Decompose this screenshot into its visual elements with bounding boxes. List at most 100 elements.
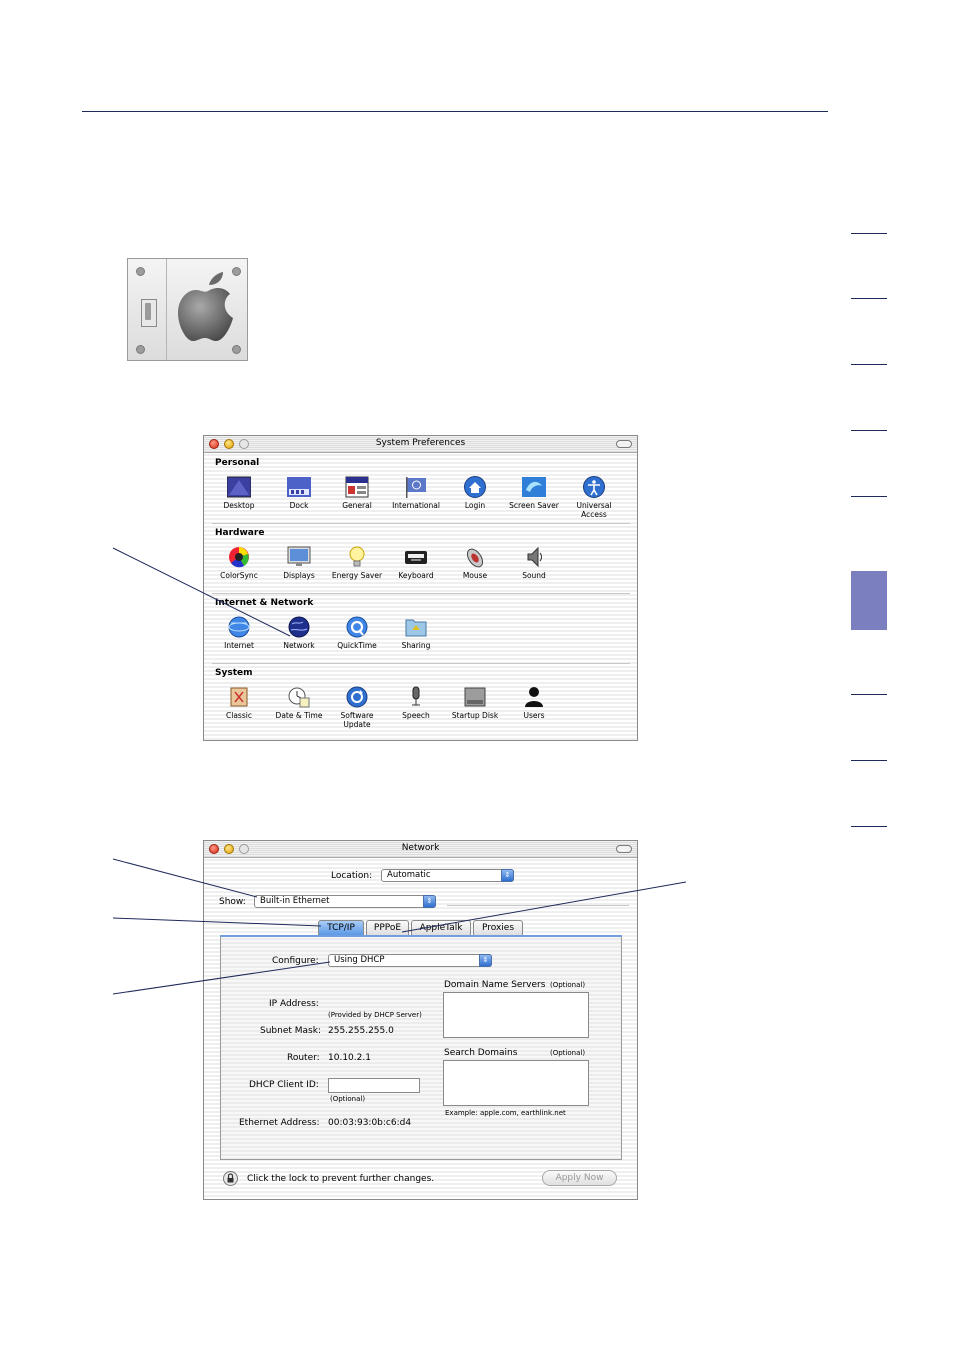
pref-energy-saver[interactable]: Energy Saver: [328, 546, 386, 580]
tab-pppoe[interactable]: PPPoE: [366, 920, 409, 935]
pref-users[interactable]: Users: [505, 686, 563, 720]
screen-saver-icon: [522, 477, 546, 497]
software-update-icon: [346, 686, 368, 708]
lock-icon[interactable]: [223, 1171, 238, 1186]
configure-value: Using DHCP: [334, 955, 385, 965]
pref-internet[interactable]: Internet: [210, 616, 268, 650]
tab-tcpip[interactable]: TCP/IP: [318, 920, 364, 935]
hard-disk-icon: [464, 687, 486, 707]
minimize-button[interactable]: [224, 439, 234, 449]
show-popup[interactable]: Built-in Ethernet ⇕: [254, 895, 436, 908]
section-nav-line-8[interactable]: [851, 826, 887, 827]
section-nav-line-1[interactable]: [851, 233, 887, 234]
section-nav-line-5[interactable]: [851, 496, 887, 497]
pref-label: Classic: [226, 711, 252, 720]
pref-label: Desktop: [223, 501, 255, 510]
section-divider: [212, 523, 630, 524]
universal-access-icon: [583, 476, 605, 498]
speaker-icon: [527, 546, 542, 568]
pref-label: Keyboard: [398, 571, 434, 580]
section-nav-line-6[interactable]: [851, 694, 887, 695]
subnet-mask-label: Subnet Mask:: [260, 1026, 321, 1036]
pref-label: Mouse: [462, 571, 488, 580]
pref-classic[interactable]: Classic: [210, 686, 268, 720]
section-nav-line-3[interactable]: [851, 364, 887, 365]
window-title: Network: [401, 843, 440, 853]
pref-dock[interactable]: Dock: [270, 476, 328, 510]
section-heading-personal: Personal: [215, 458, 260, 468]
plate-divider: [166, 259, 167, 360]
pref-speech[interactable]: Speech: [387, 686, 445, 720]
tab-appletalk[interactable]: AppleTalk: [411, 920, 471, 935]
keyboard-icon: [405, 551, 427, 564]
header-divider: [447, 905, 629, 906]
location-value: Automatic: [387, 870, 431, 880]
pref-universal-access[interactable]: Universal Access: [565, 476, 623, 519]
zoom-button[interactable]: [239, 439, 249, 449]
dns-label: Domain Name Servers: [444, 980, 546, 990]
close-button[interactable]: [209, 844, 219, 854]
pref-sharing[interactable]: Sharing: [387, 616, 445, 650]
international-flag-icon: [406, 477, 426, 498]
pref-startup-disk[interactable]: Startup Disk: [446, 686, 504, 720]
dns-servers-field[interactable]: [443, 992, 589, 1038]
pref-date-time[interactable]: Date & Time: [270, 686, 328, 720]
dns-optional-note: (Optional): [550, 981, 586, 989]
location-label: Location:: [331, 871, 373, 881]
title-bar[interactable]: System Preferences: [204, 436, 637, 453]
router-label: Router:: [287, 1053, 320, 1063]
pref-keyboard[interactable]: Keyboard: [387, 546, 445, 580]
section-heading-system: System: [215, 668, 253, 678]
pref-label: Sound: [522, 571, 546, 580]
title-bar[interactable]: Network: [204, 841, 637, 858]
pref-network[interactable]: Network: [270, 616, 328, 650]
pref-desktop[interactable]: Desktop: [210, 476, 268, 510]
pref-label: Users: [523, 711, 545, 720]
show-value: Built-in Ethernet: [260, 896, 330, 906]
pref-displays[interactable]: Displays: [270, 546, 328, 580]
section-nav-line-2[interactable]: [851, 298, 887, 299]
section-nav-line-7[interactable]: [851, 760, 887, 761]
screw-icon: [136, 267, 145, 276]
pref-quicktime[interactable]: QuickTime: [328, 616, 386, 650]
section-divider: [212, 663, 630, 664]
pref-general[interactable]: General: [328, 476, 386, 510]
internet-globe-icon: [228, 616, 250, 638]
toolbar-toggle-button[interactable]: [616, 440, 632, 448]
minimize-button[interactable]: [224, 844, 234, 854]
ethernet-address-value: 00:03:93:0b:c6:d4: [328, 1118, 412, 1128]
pref-screen-saver[interactable]: Screen Saver: [505, 476, 563, 510]
microphone-icon: [412, 686, 420, 706]
section-nav-active-tab[interactable]: [851, 571, 887, 630]
pref-colorsync[interactable]: ColorSync: [210, 546, 268, 580]
pref-label: ColorSync: [220, 571, 258, 580]
network-globe-icon: [288, 616, 310, 638]
configure-popup[interactable]: Using DHCP ⇕: [328, 954, 492, 967]
search-domains-optional-note: (Optional): [550, 1049, 586, 1057]
lock-instructions: Click the lock to prevent further change…: [247, 1174, 435, 1184]
ip-address-note: (Provided by DHCP Server): [328, 1011, 422, 1019]
desktop-icon: [227, 476, 251, 498]
location-popup[interactable]: Automatic ⇕: [381, 869, 514, 882]
zoom-button[interactable]: [239, 844, 249, 854]
section-nav-line-4[interactable]: [851, 430, 887, 431]
close-button[interactable]: [209, 439, 219, 449]
pref-label: Universal Access: [576, 501, 612, 519]
section-heading-hardware: Hardware: [215, 528, 265, 538]
apply-now-button[interactable]: Apply Now: [542, 1170, 617, 1186]
search-domains-field[interactable]: [443, 1060, 589, 1106]
popup-arrows-icon: ⇕: [501, 869, 514, 882]
pref-label: International: [392, 501, 440, 510]
screw-icon: [232, 345, 241, 354]
dhcp-client-id-field[interactable]: [328, 1078, 420, 1093]
pref-sound[interactable]: Sound: [505, 546, 563, 580]
pref-international[interactable]: International: [387, 476, 445, 510]
pref-software-update[interactable]: Software Update: [328, 686, 386, 729]
pref-mouse[interactable]: Mouse: [446, 546, 504, 580]
show-label: Show:: [219, 897, 246, 907]
header-rule: [82, 111, 828, 112]
dhcp-client-id-note: (Optional): [330, 1095, 366, 1103]
tab-proxies[interactable]: Proxies: [473, 920, 523, 935]
toolbar-toggle-button[interactable]: [616, 845, 632, 853]
pref-login[interactable]: Login: [446, 476, 504, 510]
